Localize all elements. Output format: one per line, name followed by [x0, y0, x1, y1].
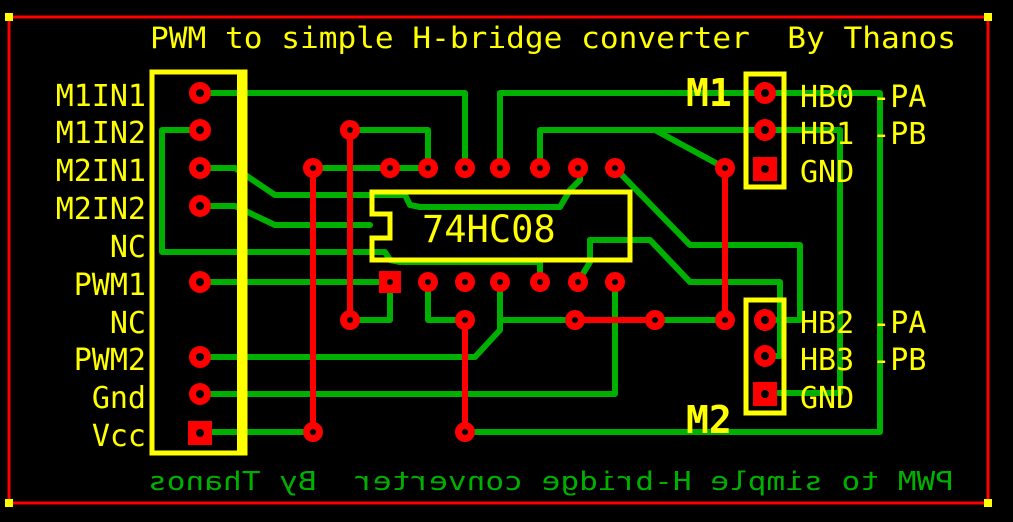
drill	[761, 316, 769, 324]
m1-pin-label: HB0 -PA	[800, 80, 926, 115]
drill	[575, 165, 581, 171]
connector-label: PWM1	[74, 268, 146, 303]
m2-header-outline	[743, 297, 787, 416]
drill	[722, 165, 728, 171]
drill	[196, 429, 204, 437]
chip-outline	[369, 189, 633, 263]
drill	[612, 279, 618, 285]
board-outline	[7, 15, 990, 505]
drill	[387, 279, 393, 285]
drill	[652, 317, 658, 323]
drill	[425, 279, 431, 285]
m1-header-outline	[743, 71, 787, 190]
drill	[761, 165, 769, 173]
corner-marker	[984, 499, 992, 507]
drill	[612, 165, 618, 171]
connector-label: M2IN1	[56, 154, 146, 189]
drill	[310, 165, 316, 171]
bottom-mirrored-text: PWM to simple H-bridge converter By Than…	[148, 467, 954, 497]
drill	[462, 165, 468, 171]
drill	[347, 317, 353, 323]
drill	[462, 317, 468, 323]
m2-pin-label: HB3 -PB	[800, 343, 926, 378]
connector-label: M2IN2	[56, 192, 146, 227]
trace	[537, 127, 728, 171]
trace	[197, 279, 503, 360]
m2-pin-label: HB2 -PA	[800, 306, 926, 341]
bottom-traces	[310, 127, 728, 435]
board-title: PWM to simple H-bridge converter By Than…	[150, 21, 956, 55]
corner-marker	[5, 499, 13, 507]
drill	[196, 89, 204, 97]
drill	[761, 126, 769, 134]
connector-label: NC	[110, 230, 146, 265]
connector-label: Vcc	[92, 419, 146, 454]
connector-label: M1IN2	[56, 116, 146, 151]
corner-marker	[5, 13, 13, 21]
drill	[537, 279, 543, 285]
m1-pin-label: GND	[800, 155, 854, 190]
drill	[575, 279, 581, 285]
connector-labels: M1IN1 M1IN2 M2IN1 M2IN2 NC PWM1 NC PWM2 …	[56, 79, 146, 454]
trace	[425, 279, 468, 323]
m2-pin-label: GND	[800, 381, 854, 416]
main-connector-outline	[149, 69, 248, 456]
drill-holes	[196, 89, 769, 437]
trace	[612, 165, 803, 323]
m2-label: M2	[686, 398, 732, 442]
drill	[347, 127, 353, 133]
connector-label: NC	[110, 306, 146, 341]
trace	[197, 165, 583, 210]
top-traces	[159, 90, 883, 435]
drill	[722, 317, 728, 323]
connector-label: PWM2	[74, 343, 146, 378]
drill	[497, 279, 503, 285]
drill	[572, 317, 578, 323]
drill	[761, 390, 769, 398]
trace	[347, 279, 393, 323]
trace	[347, 127, 431, 171]
drill	[196, 353, 204, 361]
drill	[462, 279, 468, 285]
drill	[537, 165, 543, 171]
drill	[196, 202, 204, 210]
drill	[462, 429, 468, 435]
drill	[425, 165, 431, 171]
trace	[197, 203, 373, 228]
chip-label: 74HC08	[422, 208, 556, 251]
drill	[196, 164, 204, 172]
trace	[587, 237, 783, 359]
trace	[497, 90, 768, 171]
drill	[497, 165, 503, 171]
drill	[761, 89, 769, 97]
drill	[310, 429, 316, 435]
connector-label: Gnd	[92, 381, 146, 416]
m1-pin-label: HB1 -PB	[800, 117, 926, 152]
m2-pin-labels: HB2 -PA HB3 -PB GND	[800, 306, 926, 416]
m1-label: M1	[686, 71, 732, 115]
trace	[762, 127, 843, 396]
drill	[196, 278, 204, 286]
corner-marker	[984, 13, 992, 21]
drill	[196, 390, 204, 398]
drill	[387, 165, 393, 171]
trace	[197, 90, 468, 171]
m1-pin-labels: HB0 -PA HB1 -PB GND	[800, 80, 926, 190]
drill	[761, 352, 769, 360]
drill	[196, 126, 204, 134]
connector-label: M1IN1	[56, 79, 146, 114]
trace	[197, 279, 618, 397]
trace	[462, 90, 883, 435]
